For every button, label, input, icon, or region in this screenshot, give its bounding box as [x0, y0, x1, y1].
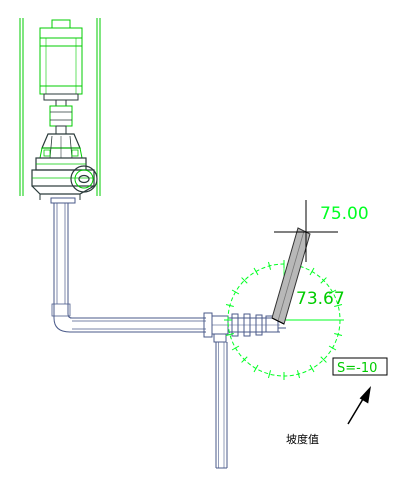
- dial-tick: [296, 370, 301, 379]
- pipe-tee: [203, 312, 229, 338]
- pump-volute: [70, 165, 98, 193]
- dial-tick: [267, 370, 272, 379]
- elevation-label-top: 75.00: [320, 204, 369, 224]
- elevation-crosshair: [274, 200, 338, 262]
- slope-value-text: S=-10: [337, 361, 377, 376]
- suction-flange: [50, 197, 76, 204]
- piping: [51, 203, 286, 469]
- pipe-horizontal: [70, 317, 206, 333]
- pump-body: [31, 133, 95, 200]
- frame-rail-right: [96, 18, 101, 196]
- dial-tick: [241, 356, 248, 363]
- dial-tick: [225, 332, 234, 337]
- leader-arrow: [347, 386, 371, 425]
- frame-rail-left: [19, 18, 24, 196]
- dial-tick: [334, 303, 343, 308]
- dial-tick: [267, 261, 272, 270]
- pipe-riser: [53, 203, 69, 304]
- sloped-pipe: [271, 227, 311, 325]
- dial-tick: [334, 332, 343, 337]
- dial-tick: [241, 277, 248, 284]
- elevation-label-mid: 73.67: [296, 289, 345, 309]
- dial-tick: [231, 289, 240, 295]
- slope-caption: 坡度值: [286, 432, 319, 446]
- pipe-elbow: [51, 303, 73, 333]
- coupling: [49, 99, 73, 135]
- pipe-drop: [213, 333, 228, 469]
- dial-tick: [320, 356, 327, 363]
- dial-tick: [309, 267, 315, 276]
- pump-assembly: [19, 18, 101, 204]
- dial-tick: [253, 364, 259, 373]
- dial-tick: [328, 289, 337, 295]
- motor-cylinder: [39, 19, 83, 101]
- slope-value-box: S=-10: [332, 357, 388, 376]
- dial-tick: [231, 345, 240, 351]
- dial-tick: [320, 277, 327, 284]
- dial-tick: [309, 364, 315, 373]
- dial-tick: [253, 267, 259, 276]
- dial-tick: [225, 303, 234, 308]
- dial-tick: [328, 345, 337, 351]
